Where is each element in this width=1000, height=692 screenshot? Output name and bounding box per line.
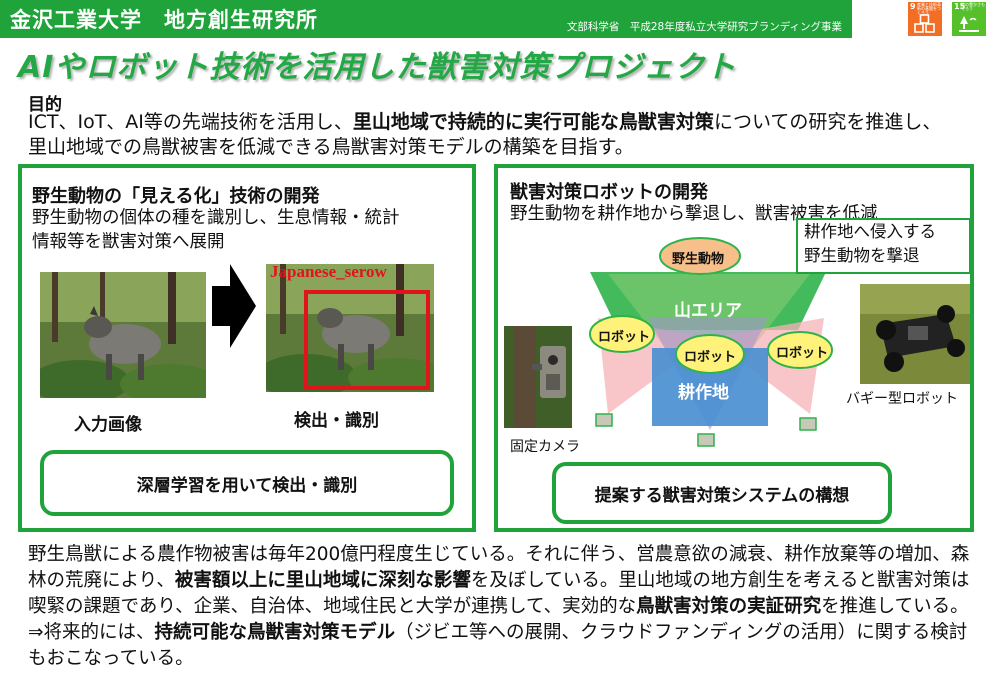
trail-camera-illustration — [504, 326, 572, 428]
bottom-bold-1: 被害額以上に里山地域に深刻な影響 — [174, 570, 471, 591]
bottom-text-3: を推進している。 — [821, 596, 969, 617]
purpose-text-2: についての研究を推進し、里山地域での鳥獣被害を低減できる鳥獣害対策モデルの構築を… — [28, 111, 942, 158]
right-arrow-icon — [212, 264, 256, 348]
repel-callout-line-1: 耕作地へ侵入する — [804, 222, 936, 241]
bottom-text-5: （ジビエ等への展開、クラウドファンディングの活用）に関する検討もおこなっている。 — [28, 622, 968, 669]
detection-bounding-box — [304, 290, 430, 390]
tree-bird-icon — [959, 16, 979, 32]
robot-line-1: 野生動物を耕作地から撃退し、獣害被害を低減 — [510, 204, 878, 224]
sdg-15-number: 15 — [954, 2, 966, 11]
repel-callout-line-2: 野生動物を撃退 — [804, 246, 920, 265]
camera-center — [697, 433, 715, 447]
buggy-robot-photo — [860, 284, 970, 384]
visualization-heading: 野生動物の「見える化」技術の開発 — [32, 186, 320, 207]
wild-animal-oval — [659, 237, 741, 275]
visualization-line-2: 情報等を獣害対策へ展開 — [32, 232, 225, 252]
output-image-label: 検出・識別 — [294, 411, 379, 431]
mountain-area-label: 山エリア — [674, 301, 742, 321]
deep-learning-pill: 深層学習を用いて検出・識別 — [40, 450, 454, 516]
bottom-text-1: 野生鳥獣による農作物被害は毎年200億円程度生じている。それに伴う、営農意欲の減… — [28, 544, 970, 591]
camera-left — [595, 413, 613, 427]
buggy-robot-illustration — [860, 284, 970, 384]
sdg-15-icon: 15 陸の豊かさも守ろう — [952, 2, 986, 36]
header-title: 金沢工業大学 地方創生研究所 — [10, 8, 318, 32]
input-image-label: 入力画像 — [74, 415, 142, 435]
sdg-9-icon: 9 産業と技術革新の基盤をつくろう — [908, 2, 942, 36]
background-paragraph: 野生鳥獣による農作物被害は毎年200億円程度生じている。それに伴う、営農意欲の減… — [28, 542, 978, 672]
sdg-9-number: 9 — [910, 2, 916, 11]
output-image — [266, 264, 434, 392]
serow-detection-illustration — [266, 264, 434, 392]
robot-heading: 獣害対策ロボットの開発 — [510, 182, 708, 203]
main-title: AIやロボット技術を活用した獣害対策プロジェクト — [18, 50, 737, 85]
robot-label-center: ロボット — [684, 350, 737, 365]
robot-label-left: ロボット — [598, 330, 651, 345]
robot-oval-left — [589, 315, 655, 353]
input-image — [40, 272, 206, 398]
robot-oval-center — [675, 334, 745, 374]
robot-panel: 獣害対策ロボットの開発 野生動物を耕作地から撃退し、獣害被害を低減 野生動物 山… — [494, 164, 974, 532]
bottom-bold-2: 鳥獣害対策の実証研究 — [636, 596, 822, 617]
fixed-camera-label: 固定カメラ — [510, 439, 580, 455]
buggy-robot-label: バギー型ロボット — [846, 391, 958, 407]
visualization-panel: 野生動物の「見える化」技術の開発 野生動物の個体の種を識別し、生息情報・統計 情… — [18, 164, 476, 532]
camera-right — [799, 417, 817, 431]
bottom-text-4: ⇒将来的には、 — [28, 622, 155, 643]
header-subtitle: 文部科学省 平成28年度私立大学研究ブランディング事業 — [566, 21, 842, 33]
visualization-line-1: 野生動物の個体の種を識別し、生息情報・統計 — [32, 208, 400, 228]
purpose-heading: 目的 — [28, 95, 62, 115]
detection-class-label: Japanese_serow — [270, 262, 387, 281]
farmland-label: 耕作地 — [678, 383, 729, 403]
bottom-text-2: を及ぼしている。里山地域の地方創生を考えると獣害対策は喫緊の課題であり、企業、自… — [28, 570, 970, 617]
header-bar: 金沢工業大学 地方創生研究所 文部科学省 平成28年度私立大学研究ブランディング… — [0, 0, 852, 38]
bottom-bold-3: 持続可能な鳥獣害対策モデル — [154, 622, 396, 643]
sdg-15-text: 陸の豊かさも守ろう — [961, 2, 985, 11]
robot-label-right: ロボット — [776, 346, 829, 361]
sdg-9-text: 産業と技術革新の基盤をつくろう — [917, 2, 941, 15]
wild-animal-label: 野生動物 — [672, 252, 725, 267]
cubes-icon — [914, 14, 935, 33]
purpose-text-1: ICT、IoT、AI等の先端技術を活用し、 — [28, 111, 353, 133]
defense-system-diagram — [589, 237, 833, 447]
robot-oval-right — [767, 331, 833, 369]
purpose-text: ICT、IoT、AI等の先端技術を活用し、里山地域で持続的に実行可能な鳥獣害対策… — [28, 110, 958, 160]
fixed-camera-photo — [504, 326, 572, 428]
system-concept-pill: 提案する獣害対策システムの構想 — [552, 462, 892, 524]
repel-callout: 耕作地へ侵入する 野生動物を撃退 — [796, 218, 971, 274]
purpose-text-bold: 里山地域で持続的に実行可能な鳥獣害対策 — [352, 111, 714, 133]
serow-photo-illustration — [40, 272, 206, 398]
